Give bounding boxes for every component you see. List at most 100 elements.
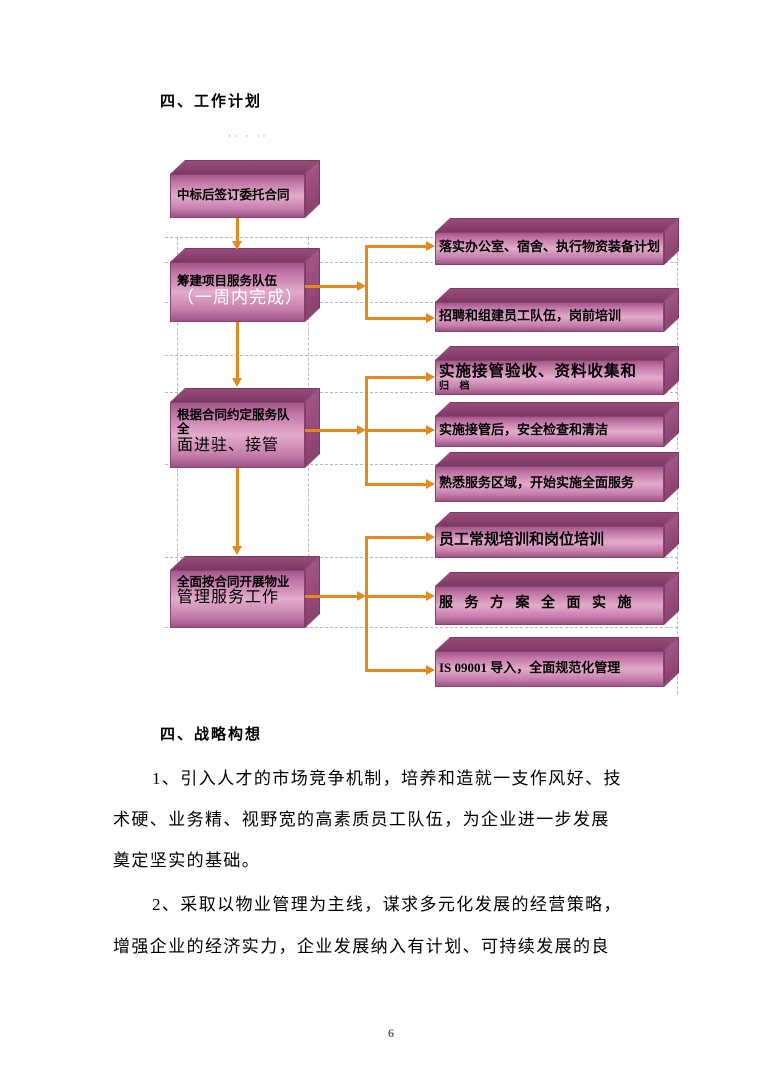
arrow-right-icon xyxy=(357,591,366,601)
arrow-right-icon xyxy=(357,425,366,435)
arrow-down-icon xyxy=(232,546,242,555)
flow-box-takeover-acceptance-archive[interactable]: 实施接管验收、资料收集和 归 档 xyxy=(435,346,680,395)
box-label: 筹建项目服务队伍 xyxy=(177,274,278,289)
box-front-face xyxy=(435,302,664,332)
box-top-face xyxy=(435,402,680,416)
arrow-right-icon xyxy=(426,241,435,251)
flow-connector xyxy=(305,285,358,288)
arrow-down-icon xyxy=(232,378,242,387)
flow-connector xyxy=(365,595,427,598)
arrow-right-icon xyxy=(357,281,366,291)
flow-connector xyxy=(365,536,368,671)
guide-line xyxy=(165,302,678,303)
guide-line xyxy=(165,392,678,393)
arrow-right-icon xyxy=(426,479,435,489)
flow-connector xyxy=(365,429,427,432)
box-top-face xyxy=(435,452,680,466)
box-top-face xyxy=(170,160,321,174)
flow-connector xyxy=(365,245,368,320)
flow-connector xyxy=(236,468,239,547)
paragraph-line: 1、引入人才的市场竞争机制，培养和造就一支作风好、技 xyxy=(152,769,622,788)
flow-box-iso9001[interactable]: IS 09001 导入，全面规范化管理 xyxy=(435,637,680,687)
flow-box-regular-position-training[interactable]: 员工常规培训和岗位培训 xyxy=(435,512,680,558)
box-label: 根据合同约定服务队全 xyxy=(177,408,290,437)
box-label: 员工常规培训和岗位培训 xyxy=(439,532,605,549)
box-label: IS 09001 导入，全面规范化管理 xyxy=(439,659,621,675)
flow-box-full-service[interactable]: 全面按合同开展物业 管理服务工作 xyxy=(170,556,321,628)
box-front-face xyxy=(435,651,664,687)
box-front-face xyxy=(435,360,664,395)
flow-box-familiarize-full-service[interactable]: 熟悉服务区域，开始实施全面服务 xyxy=(435,452,680,502)
flow-connector xyxy=(305,595,358,598)
box-front-face xyxy=(435,586,664,625)
flow-box-safety-cleaning[interactable]: 实施接管后，安全检查和清洁 xyxy=(435,402,680,447)
section-heading-strategy: 四、战略构想 xyxy=(160,727,263,743)
box-top-face xyxy=(435,288,680,302)
flow-connector xyxy=(365,317,427,320)
paragraph-line: 术硬、业务精、视野宽的高素质员工队伍，为企业进一步发展 xyxy=(113,810,610,829)
box-front-face xyxy=(170,262,305,322)
flow-connector xyxy=(305,429,358,432)
box-label: 服 务 方 案 全 面 实 施 xyxy=(439,596,636,612)
flow-box-station-takeover[interactable]: 根据合同约定服务队全 面进驻、接管 xyxy=(170,388,321,468)
box-front-face xyxy=(435,466,664,502)
flow-box-recruit-training[interactable]: 招聘和组建员工队伍，岗前培训 xyxy=(435,288,680,332)
guide-line xyxy=(165,557,678,558)
flow-box-plan-implementation[interactable]: 服 务 方 案 全 面 实 施 xyxy=(435,572,680,625)
box-front-face xyxy=(435,526,664,558)
box-top-face xyxy=(170,556,321,570)
box-front-face xyxy=(170,402,305,468)
artifact-dots: ·· · ·· xyxy=(228,131,269,141)
box-label: 熟悉服务区域，开始实施全面服务 xyxy=(439,474,635,490)
flow-box-sign-contract[interactable]: 中标后签订委托合同 xyxy=(170,160,321,218)
guide-line xyxy=(165,262,678,263)
flow-box-setup-team[interactable]: 筹建项目服务队伍 （一周内完成） xyxy=(170,248,321,322)
box-sublabel: （一周内完成） xyxy=(177,288,303,308)
box-top-face xyxy=(170,248,321,262)
box-front-face xyxy=(435,232,664,265)
flow-box-office-dorm-equipment[interactable]: 落实办公室、宿舍、执行物资装备计划 xyxy=(435,218,680,265)
box-sublabel: 管理服务工作 xyxy=(177,589,280,607)
box-label: 中标后签订委托合同 xyxy=(177,187,290,202)
box-side-face xyxy=(305,388,320,468)
guide-line xyxy=(165,464,678,465)
box-top-face xyxy=(170,388,321,402)
box-top-face xyxy=(435,572,680,586)
arrow-right-icon xyxy=(426,665,435,675)
box-label: 实施接管验收、资料收集和 xyxy=(439,363,638,380)
flow-connector xyxy=(365,536,427,539)
flow-connector xyxy=(365,245,427,248)
arrow-right-icon xyxy=(426,372,435,382)
arrow-right-icon xyxy=(426,532,435,542)
box-sublabel: 归 档 xyxy=(439,380,474,392)
box-top-face xyxy=(435,218,680,232)
box-label: 招聘和组建员工队伍，岗前培训 xyxy=(439,307,622,323)
box-top-face xyxy=(435,637,680,651)
box-label: 全面按合同开展物业 xyxy=(177,575,290,589)
box-label: 落实办公室、宿舍、执行物资装备计划 xyxy=(439,239,661,255)
box-front-face xyxy=(170,570,305,628)
box-front-face xyxy=(435,416,664,447)
box-side-face xyxy=(305,556,320,628)
page-number: 6 xyxy=(388,1026,394,1040)
paragraph-line: 增强企业的经济实力，企业发展纳入有计划、可持续发展的良 xyxy=(113,937,610,956)
box-label: 实施接管后，安全检查和清洁 xyxy=(439,422,609,438)
arrow-right-icon xyxy=(426,313,435,323)
guide-line xyxy=(165,355,678,356)
section-heading-work-plan: 四、工作计划 xyxy=(160,94,263,110)
arrow-right-icon xyxy=(426,591,435,601)
guide-line xyxy=(165,627,678,628)
flow-connector xyxy=(365,669,427,672)
flow-connector xyxy=(365,483,427,486)
box-top-face xyxy=(435,512,680,526)
flow-connector xyxy=(365,376,427,379)
arrow-down-icon xyxy=(232,241,242,250)
guide-line xyxy=(165,237,678,238)
box-front-face xyxy=(170,174,305,218)
paragraph-line: 2、采取以物业管理为主线，谋求多元化发展的经营策略， xyxy=(152,895,622,914)
arrow-right-icon xyxy=(426,425,435,435)
box-top-face xyxy=(435,346,680,360)
paragraph-line: 奠定坚实的基础。 xyxy=(113,851,261,870)
box-sublabel: 面进驻、接管 xyxy=(177,436,280,454)
